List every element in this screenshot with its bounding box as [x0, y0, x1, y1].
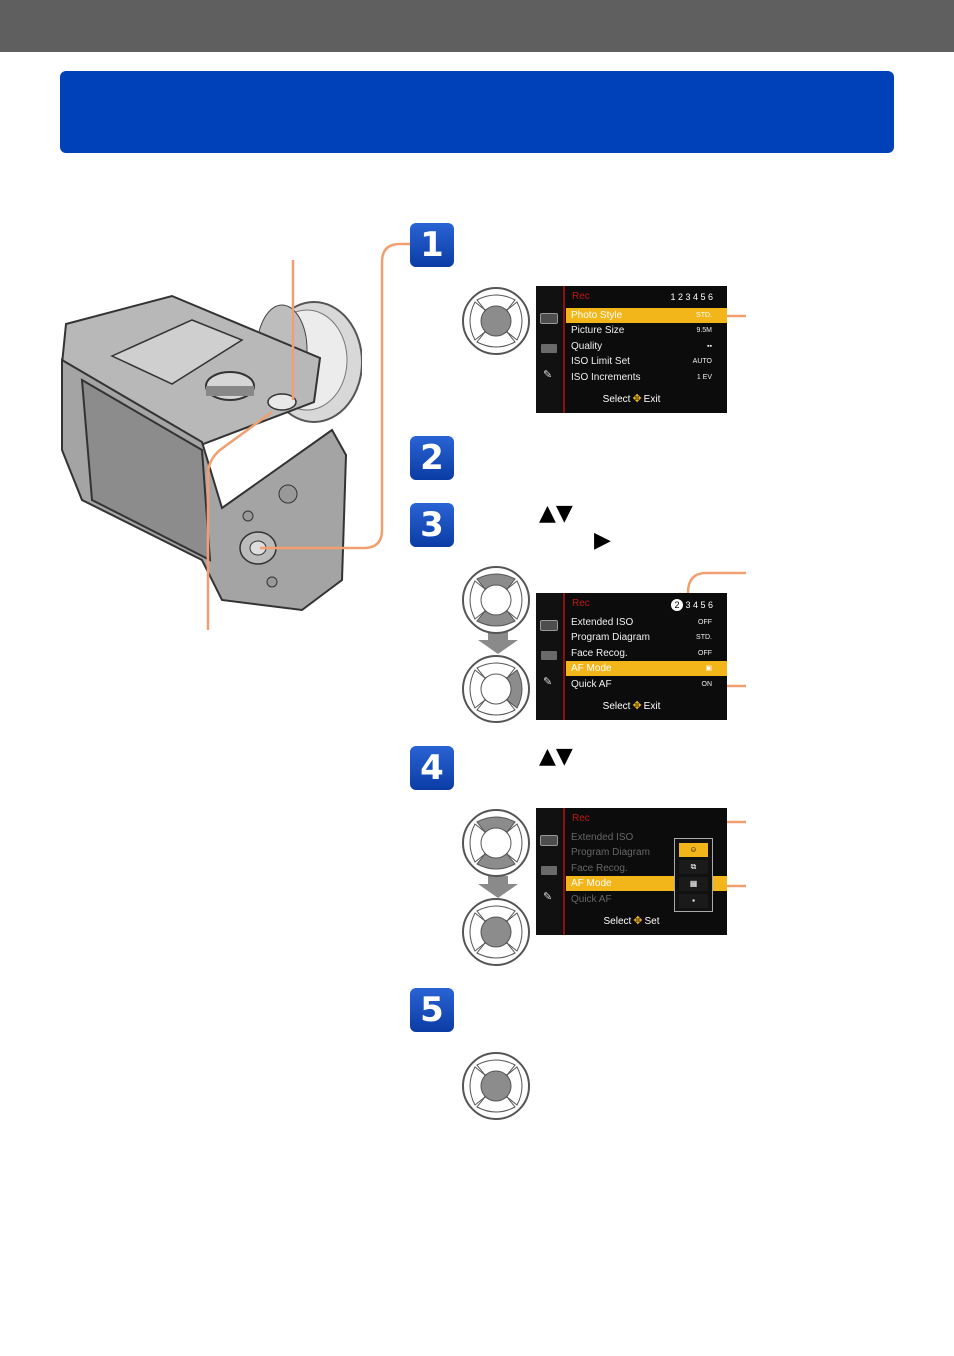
menu-row: Extended ISO [571, 832, 634, 843]
page-indicator: 2 3 4 5 6 [670, 599, 713, 611]
folder-tab-icon [541, 344, 557, 353]
dpad-updown-pressed-icon [462, 566, 530, 634]
wrench-icon: ✎ [543, 676, 553, 688]
menu-row: Program Diagram [571, 847, 650, 858]
dpad-right-pressed-icon [462, 655, 530, 723]
step-1-badge: 1 [410, 223, 454, 267]
single-area-af-icon[interactable]: ▪ [679, 894, 708, 908]
menu-row: Face Recog. [571, 863, 628, 874]
folder-tab-icon [541, 651, 557, 660]
menu-header: Rec [572, 598, 590, 609]
menu-row-selected[interactable]: AF Mode▣ [566, 661, 727, 676]
dpad-center-pressed-icon [462, 898, 530, 966]
top-bar [0, 0, 954, 52]
rec-tab-icon [540, 835, 558, 846]
updown-arrows-icon: ▲▼ [539, 501, 573, 526]
dpad-center-pressed-icon [462, 287, 530, 355]
menu-footer: Select✥Exit [602, 393, 661, 405]
wrench-icon: ✎ [543, 891, 553, 903]
title-banner [60, 71, 894, 153]
menu-sidebar: ✎ [536, 286, 565, 413]
menu-screen-3: ✎ Rec Extended ISO Program Diagram Face … [536, 808, 727, 935]
rec-tab-icon [540, 313, 558, 324]
menu-row[interactable]: Face Recog.OFF [571, 648, 712, 659]
menu-sidebar: ✎ [536, 593, 565, 720]
menu-header: Rec [572, 291, 590, 302]
step-2-badge: 2 [410, 436, 454, 480]
page-indicator: 1 2 3 4 5 6 [670, 292, 713, 302]
dpad-center-pressed-icon [462, 1052, 530, 1120]
right-arrow-icon: ▶ [594, 528, 611, 553]
menu-sidebar: ✎ [536, 808, 565, 935]
multi-area-af-icon[interactable]: ▦ [679, 877, 708, 891]
step-4-badge: 4 [410, 746, 454, 790]
updown-arrows-icon: ▲▼ [539, 744, 573, 769]
menu-row: Quick AF [571, 894, 612, 905]
menu-footer: Select✥Set [603, 915, 660, 927]
af-mode-popup: ☺ ⧉ ▦ ▪ [674, 838, 713, 912]
wrench-icon: ✎ [543, 369, 553, 381]
menu-row[interactable]: Quality▪▪ [571, 341, 712, 352]
tracking-af-icon[interactable]: ⧉ [679, 860, 708, 874]
dpad-updown-pressed-icon [462, 809, 530, 877]
step-3-badge: 3 [410, 503, 454, 547]
folder-tab-icon [541, 866, 557, 875]
menu-footer: Select✥Exit [602, 700, 661, 712]
step-5-badge: 5 [410, 988, 454, 1032]
rec-tab-icon [540, 620, 558, 631]
face-detection-icon[interactable]: ☺ [679, 843, 708, 857]
menu-header: Rec [572, 813, 590, 824]
